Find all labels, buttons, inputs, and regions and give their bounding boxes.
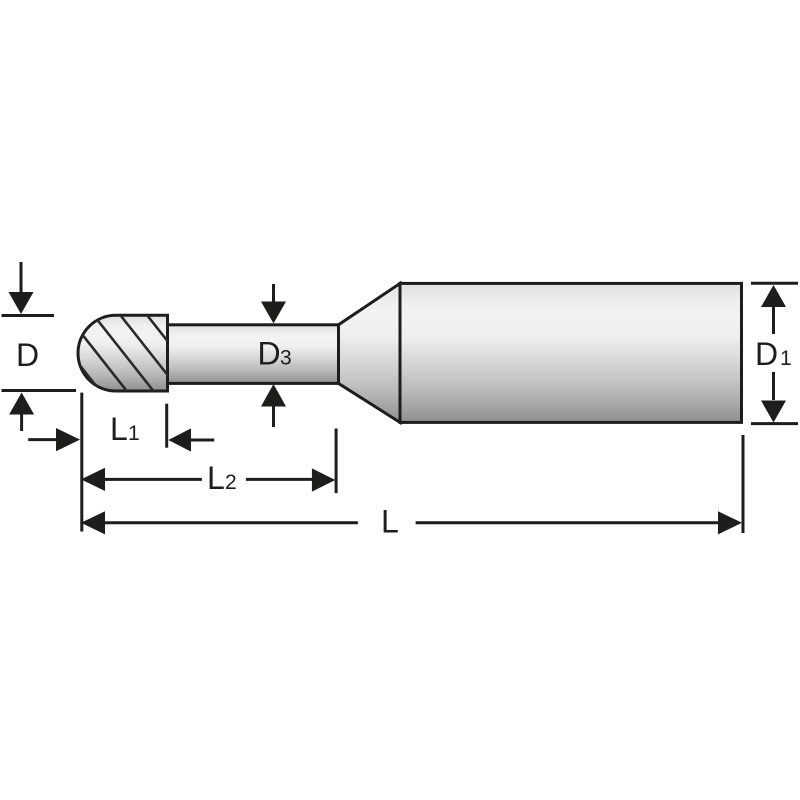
svg-text:L: L [207,460,225,496]
svg-text:3: 3 [280,347,292,370]
svg-text:1: 1 [128,422,140,445]
svg-text:D: D [16,337,39,373]
svg-text:L: L [110,411,128,447]
svg-text:D: D [755,336,778,372]
svg-text:D: D [258,336,281,372]
svg-text:1: 1 [780,347,792,370]
svg-text:L: L [381,503,399,539]
svg-text:2: 2 [225,471,237,494]
